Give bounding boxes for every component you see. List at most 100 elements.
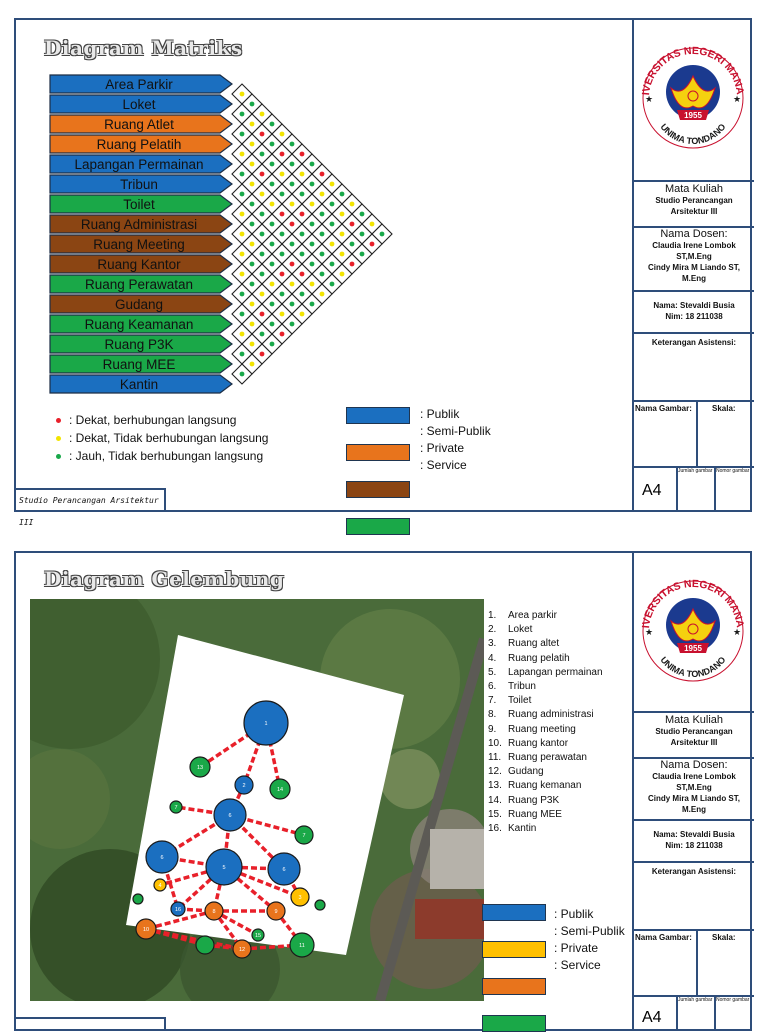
- bubble-label: 6: [282, 867, 285, 873]
- student-cell: Nama: Stevaldi Busia Nim: 18 211038: [634, 819, 754, 863]
- relation-dot: [259, 171, 265, 177]
- logo-cell: UNIVERSITAS NEGERI MANADOUNIMA TONDANO19…: [634, 553, 754, 713]
- relation-dot: [319, 291, 325, 297]
- room-label-bar: [49, 234, 233, 254]
- relation-dot: [269, 241, 275, 247]
- relation-dot: [309, 261, 315, 267]
- room-bubble: [290, 887, 310, 907]
- relation-dot: [289, 321, 295, 327]
- list-number: 11.: [488, 752, 502, 764]
- university-logo: UNIVERSITAS NEGERI MANADOUNIMA TONDANO19…: [634, 557, 746, 682]
- relation-dot: [249, 161, 255, 167]
- relation-dot: [269, 181, 275, 187]
- room-label: Lapangan Permainan: [74, 157, 203, 172]
- room-bubble: [213, 798, 247, 832]
- room-list-item: 4.Ruang pelatih: [488, 652, 603, 666]
- star-icon: ★: [733, 627, 741, 637]
- room-label-bar: [49, 374, 233, 394]
- bubble-label: 8: [212, 909, 215, 915]
- room-bubble: [289, 932, 315, 958]
- swatch-semi-publik: [482, 941, 546, 958]
- room-list-item: 9.Ruang meeting: [488, 723, 603, 737]
- list-text: Ruang kantor: [508, 737, 569, 749]
- nama-gambar-cell: Nama Gambar: Skala:: [634, 400, 754, 468]
- list-number: 8.: [488, 709, 497, 721]
- title-block: UNIVERSITAS NEGERI MANADOUNIMA TONDANO19…: [632, 20, 754, 510]
- room-label-bar: [49, 294, 233, 314]
- list-text: Area parkir: [508, 610, 557, 621]
- relation-dot: [359, 251, 365, 257]
- relation-dot: [239, 271, 245, 277]
- relation-dot: [249, 241, 255, 247]
- swatch-private: [346, 481, 410, 498]
- nomor-gambar-cell: Nomor gambar: [716, 997, 750, 1003]
- relation-dot: [269, 341, 275, 347]
- relation-dot: [249, 341, 255, 347]
- room-label-bar: [49, 134, 233, 154]
- relation-dot: [279, 191, 285, 197]
- bubble-label: 6: [228, 813, 231, 819]
- list-text: Ruang altet: [508, 638, 560, 650]
- list-number: 16.: [488, 823, 502, 835]
- relation-dot: [249, 101, 255, 107]
- room-label: Ruang MEE: [103, 357, 176, 372]
- star-icon: ★: [645, 94, 653, 104]
- logo-year: 1955: [684, 644, 702, 653]
- relation-dot: [269, 141, 275, 147]
- relation-dot: [349, 261, 355, 267]
- logo-banner: [677, 110, 709, 120]
- relation-dot: [269, 221, 275, 227]
- list-text: Toilet: [508, 695, 532, 707]
- nama-gambar-cell: Nama Gambar: Skala:: [634, 929, 754, 997]
- title-block: UNIVERSITAS NEGERI MANADOUNIMA TONDANO19…: [632, 553, 754, 1029]
- room-label-bar: [49, 174, 233, 194]
- relation-legend: : Dekat, berhubungan langsung : Dekat, T…: [56, 410, 268, 466]
- relation-dot: [379, 231, 385, 237]
- relation-dot: [259, 331, 265, 337]
- relation-dot: [289, 201, 295, 207]
- building-roof: [430, 829, 484, 889]
- logo-sun-icon: [687, 90, 699, 102]
- room-label-bar: [49, 354, 233, 374]
- list-number: 5.: [488, 666, 497, 678]
- room-bubble: [145, 840, 179, 874]
- room-label-bar: [49, 314, 233, 334]
- star-icon: ★: [733, 94, 741, 104]
- relation-dot: [239, 331, 245, 337]
- relation-dot: [279, 211, 285, 217]
- room-label: Gudang: [115, 297, 163, 312]
- room-list-item: 15.Ruang MEE: [488, 808, 603, 822]
- label-service: : Service: [420, 458, 467, 472]
- relation-dot: [339, 251, 345, 257]
- relation-dot: [289, 241, 295, 247]
- list-number: 4.: [488, 652, 497, 664]
- swatch-publik: [346, 407, 410, 424]
- relation-dot: [309, 301, 315, 307]
- swatch-private: [482, 978, 546, 995]
- legend-item-red: : Dekat, berhubungan langsung: [56, 412, 268, 428]
- bubble-label: 7: [302, 833, 305, 839]
- list-number: 1.: [488, 610, 497, 621]
- relation-dot: [319, 251, 325, 257]
- room-list-item: 2.Loket: [488, 623, 603, 637]
- relation-dot: [309, 201, 315, 207]
- relation-dot: [239, 191, 245, 197]
- room-list-item: 6.Tribun: [488, 680, 603, 694]
- relation-dot: [269, 161, 275, 167]
- list-number: 10.: [488, 737, 502, 749]
- legend-item-green: : Jauh, Tidak berhubungan langsung: [56, 448, 268, 464]
- room-bubble: [132, 893, 144, 905]
- list-number: 13.: [488, 780, 502, 792]
- relation-dot: [249, 121, 255, 127]
- logo-cell: UNIVERSITAS NEGERI MANADOUNIMA TONDANO19…: [634, 20, 754, 182]
- room-bubble: [232, 939, 252, 959]
- list-number: 3.: [488, 638, 497, 650]
- dosen-cell: Nama Dosen: Claudia Irene Lombok ST,M.En…: [634, 757, 754, 821]
- relation-dot: [309, 241, 315, 247]
- swatch-service: [346, 518, 410, 535]
- relation-dot: [279, 271, 285, 277]
- room-bubble: [294, 825, 314, 845]
